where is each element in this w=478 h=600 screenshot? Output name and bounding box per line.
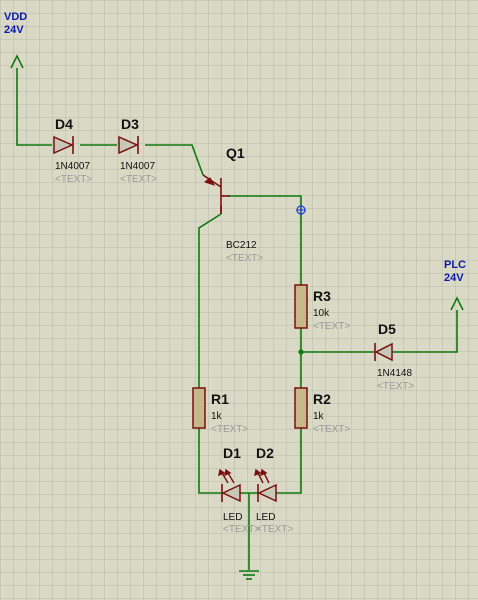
wire-r2-to-d2[interactable] — [276, 428, 302, 494]
wire-q1-collector-to-r1[interactable] — [198, 213, 222, 388]
wire-q1-base-to-r3[interactable] — [228, 195, 302, 285]
resistor-r2-text: <TEXT> — [313, 424, 350, 435]
transistor-q1-text: <TEXT> — [226, 253, 263, 264]
wire-d5-to-plc[interactable] — [392, 310, 458, 353]
resistor-r3-value: 10k — [313, 308, 330, 319]
wire-vdd-to-d4[interactable] — [16, 68, 52, 146]
led-d1-icon — [221, 483, 241, 503]
led-d1[interactable]: D1 LED <TEXT> — [218, 445, 260, 535]
wire-leds-to-ground[interactable] — [240, 492, 258, 570]
resistor-r2[interactable]: R2 1k <TEXT> — [294, 387, 350, 435]
vdd-name-label: VDD — [4, 11, 27, 23]
diode-d3-value: 1N4007 — [120, 161, 155, 172]
diode-d4-ref: D4 — [55, 116, 73, 132]
plc-value-label: 24V — [444, 272, 464, 284]
vdd-value-label: 24V — [4, 24, 24, 36]
led-d1-text: <TEXT> — [223, 524, 260, 535]
resistor-r1[interactable]: R1 1k <TEXT> — [192, 387, 248, 435]
light-arrow-icon — [218, 468, 235, 484]
resistor-r1-text: <TEXT> — [211, 424, 248, 435]
led-d2[interactable]: D2 LED <TEXT> — [254, 445, 293, 535]
transistor-q1-value: BC212 — [226, 240, 257, 251]
diode-d5-ref: D5 — [378, 321, 396, 337]
wires[interactable] — [16, 68, 458, 570]
resistor-r2-ref: R2 — [313, 391, 331, 407]
diode-d3-icon — [118, 135, 139, 155]
led-d1-ref: D1 — [223, 445, 241, 461]
led-d2-value: LED — [256, 512, 275, 523]
led-d2-icon — [257, 483, 277, 503]
diode-d4-value: 1N4007 — [55, 161, 90, 172]
resistor-r2-icon — [294, 387, 308, 429]
diode-d5[interactable]: D5 1N4148 <TEXT> — [374, 321, 414, 392]
diode-d3-text: <TEXT> — [120, 174, 157, 185]
resistor-r3[interactable]: R3 10k <TEXT> — [294, 284, 350, 332]
plc-terminal[interactable]: PLC 24V — [444, 259, 466, 311]
resistor-r1-ref: R1 — [211, 391, 229, 407]
plc-arrow-icon — [450, 296, 464, 311]
transistor-q1-ref: Q1 — [226, 145, 245, 161]
vdd-terminal[interactable]: VDD 24V — [4, 11, 27, 69]
diode-d4-icon — [53, 135, 74, 155]
wire-d3-to-q1-emitter[interactable] — [145, 144, 204, 176]
plc-name-label: PLC — [444, 259, 466, 271]
vdd-arrow-icon — [10, 54, 24, 69]
diode-d5-icon — [374, 342, 393, 362]
diode-d3-ref: D3 — [121, 116, 139, 132]
led-d2-text: <TEXT> — [256, 524, 293, 535]
resistor-r2-value: 1k — [313, 411, 325, 422]
resistor-r3-icon — [294, 284, 308, 329]
wire-r1-to-d1[interactable] — [198, 428, 222, 494]
resistor-r1-icon — [192, 387, 206, 429]
ground-icon[interactable] — [239, 570, 259, 580]
led-d1-value: LED — [223, 512, 242, 523]
junction-marker — [296, 205, 306, 215]
resistor-r3-ref: R3 — [313, 288, 331, 304]
diode-d3[interactable]: D3 1N4007 <TEXT> — [118, 116, 157, 185]
diode-d5-value: 1N4148 — [377, 368, 412, 379]
resistor-r3-text: <TEXT> — [313, 321, 350, 332]
diode-d4-text: <TEXT> — [55, 174, 92, 185]
light-arrow-icon — [254, 468, 270, 484]
diode-d5-text: <TEXT> — [377, 381, 414, 392]
transistor-q1[interactable]: Q1 BC212 <TEXT> — [202, 145, 263, 264]
resistor-r1-value: 1k — [211, 411, 223, 422]
junction-dot — [298, 349, 304, 355]
diode-d4[interactable]: D4 1N4007 <TEXT> — [53, 116, 92, 185]
led-d2-ref: D2 — [256, 445, 274, 461]
